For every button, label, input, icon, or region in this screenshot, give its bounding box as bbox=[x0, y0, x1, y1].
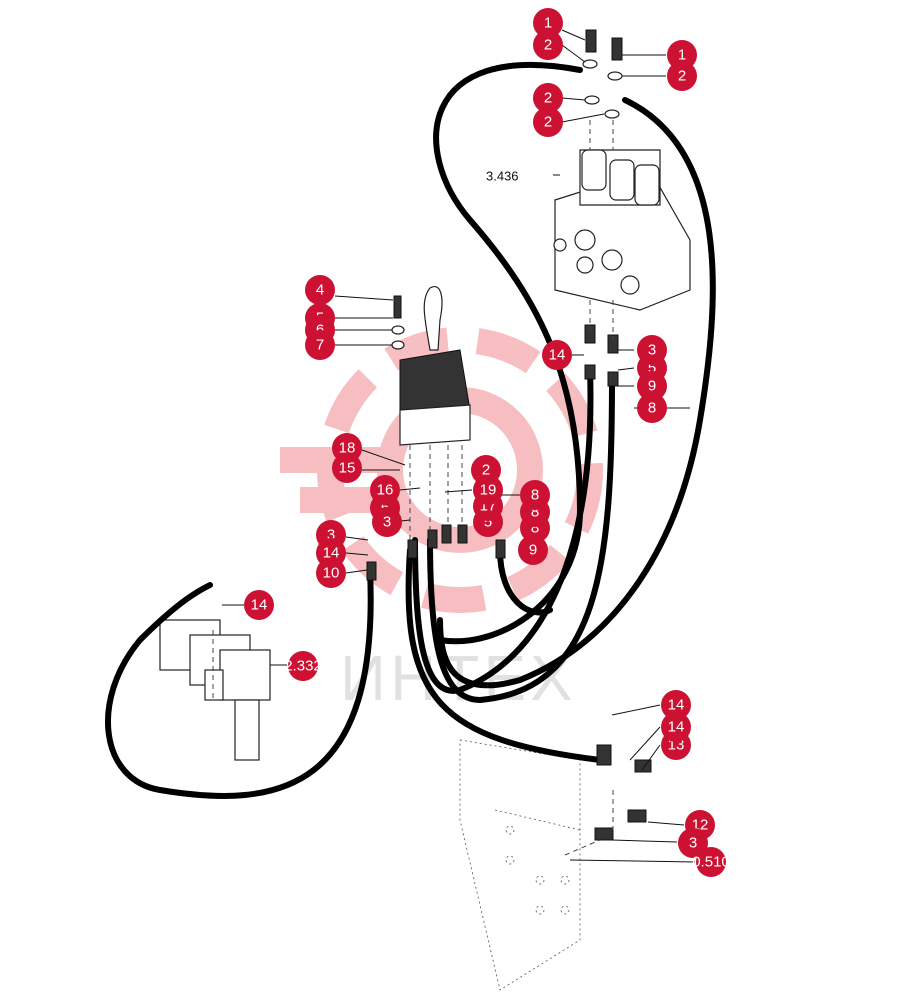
callout: 7 bbox=[305, 330, 335, 360]
hose-g bbox=[105, 567, 374, 799]
callout: 18 bbox=[332, 433, 362, 463]
hose-b bbox=[437, 97, 716, 689]
svg-text:2: 2 bbox=[544, 114, 552, 131]
callout: 16 bbox=[370, 475, 400, 505]
reference-label: 3.436 bbox=[486, 169, 519, 184]
svg-text:1: 1 bbox=[544, 15, 552, 32]
joystick-assembly bbox=[399, 286, 471, 446]
callout: 0.510 bbox=[692, 847, 730, 877]
hose-a bbox=[433, 62, 583, 645]
callout: 3 bbox=[637, 335, 667, 365]
svg-text:2: 2 bbox=[544, 37, 552, 54]
callout: 14 bbox=[661, 690, 691, 720]
svg-text:0.510: 0.510 bbox=[692, 854, 730, 871]
svg-text:14: 14 bbox=[668, 697, 685, 714]
machine-frame bbox=[459, 739, 581, 991]
svg-text:10: 10 bbox=[323, 565, 340, 582]
hose-e bbox=[497, 547, 553, 616]
callout: 8 bbox=[637, 393, 667, 423]
svg-text:2: 2 bbox=[544, 90, 552, 107]
callout: 2 bbox=[533, 30, 563, 60]
svg-text:14: 14 bbox=[251, 597, 268, 614]
svg-text:5: 5 bbox=[648, 360, 656, 377]
svg-text:8: 8 bbox=[531, 520, 539, 537]
svg-text:8: 8 bbox=[531, 504, 539, 521]
fittings bbox=[366, 29, 652, 841]
leader-lines bbox=[222, 29, 696, 863]
callout: 2.332 bbox=[284, 651, 322, 681]
callout: 19 bbox=[473, 475, 503, 505]
control-valve-block bbox=[553, 149, 691, 311]
svg-text:14: 14 bbox=[668, 719, 685, 736]
callout: 2 bbox=[667, 61, 697, 91]
svg-text:18: 18 bbox=[339, 440, 356, 457]
svg-text:3: 3 bbox=[327, 527, 335, 544]
callout: 2 bbox=[533, 83, 563, 113]
callout: 14 bbox=[661, 712, 691, 742]
callout: 3 bbox=[372, 507, 402, 537]
hose-c bbox=[412, 367, 594, 694]
svg-text:2: 2 bbox=[482, 462, 490, 479]
svg-text:3: 3 bbox=[383, 514, 391, 531]
svg-text:8: 8 bbox=[531, 487, 539, 504]
callout: 14 bbox=[244, 590, 274, 620]
hoses bbox=[105, 62, 716, 799]
callouts: 1 2 2 2 2 1 4 5 6 7 14 5 3 8 9 15 18 2 6… bbox=[244, 8, 730, 877]
callout: 14 bbox=[542, 340, 572, 370]
svg-text:2.332: 2.332 bbox=[284, 658, 322, 675]
svg-text:9: 9 bbox=[529, 542, 537, 559]
callout: 14 bbox=[316, 538, 346, 568]
svg-text:1: 1 bbox=[678, 47, 686, 64]
callout: 9 bbox=[518, 535, 548, 565]
hose-d bbox=[427, 377, 615, 703]
callout: 1 bbox=[667, 40, 697, 70]
svg-text:9: 9 bbox=[648, 378, 656, 395]
svg-text:3: 3 bbox=[689, 835, 697, 852]
svg-text:2: 2 bbox=[678, 68, 686, 85]
svg-text:4: 4 bbox=[316, 282, 324, 299]
callout: 3 bbox=[678, 828, 708, 858]
callout: 1 bbox=[533, 8, 563, 38]
callout: 2 bbox=[533, 107, 563, 137]
svg-text:16: 16 bbox=[377, 482, 394, 499]
svg-text:5: 5 bbox=[484, 514, 492, 531]
lower-valve-block bbox=[159, 619, 271, 761]
hose-f bbox=[405, 547, 603, 763]
reference-labels: 3.436 bbox=[486, 169, 519, 184]
svg-text:7: 7 bbox=[316, 337, 324, 354]
callout: 8 bbox=[520, 480, 550, 510]
svg-text:3: 3 bbox=[648, 342, 656, 359]
callout: 9 bbox=[637, 371, 667, 401]
svg-text:14: 14 bbox=[549, 347, 566, 364]
svg-text:14: 14 bbox=[323, 545, 340, 562]
svg-text:15: 15 bbox=[339, 460, 356, 477]
svg-text:19: 19 bbox=[480, 482, 497, 499]
alignment-lines bbox=[212, 120, 614, 856]
callout: 4 bbox=[305, 275, 335, 305]
svg-text:8: 8 bbox=[648, 400, 656, 417]
